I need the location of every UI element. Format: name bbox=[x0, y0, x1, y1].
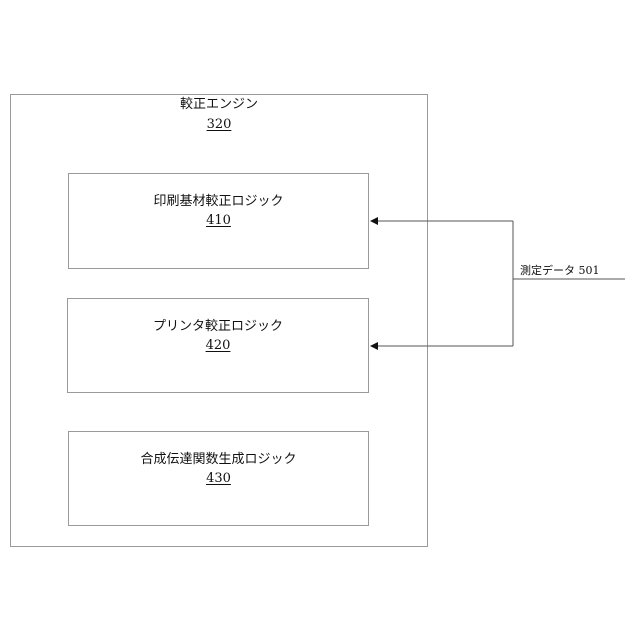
measurement-data-label: 測定データ 501 bbox=[520, 262, 600, 278]
